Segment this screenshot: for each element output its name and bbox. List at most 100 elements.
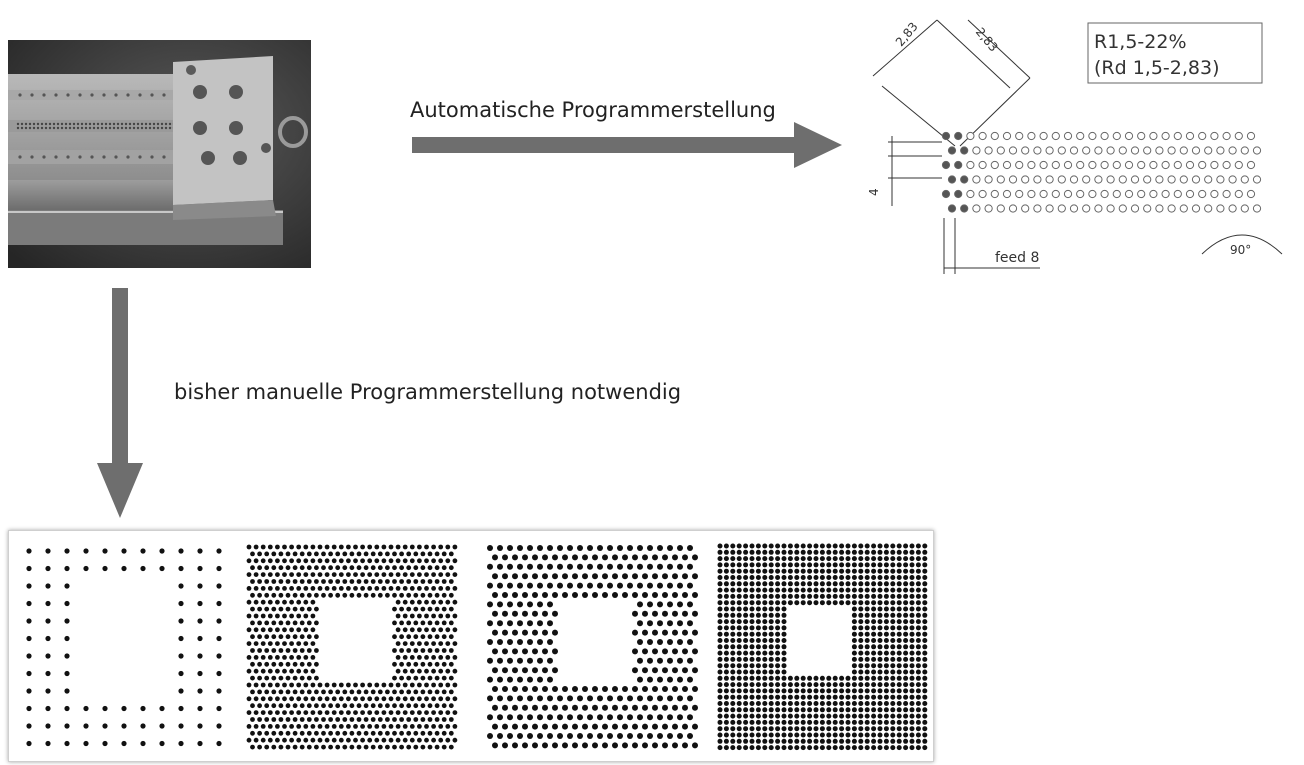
hole xyxy=(662,704,668,711)
hole xyxy=(762,587,768,593)
hole xyxy=(736,663,742,669)
hole xyxy=(781,707,787,713)
hole xyxy=(787,682,793,688)
hole xyxy=(839,688,845,694)
hole xyxy=(871,688,877,694)
hole xyxy=(864,562,870,568)
hole xyxy=(285,744,291,750)
hole xyxy=(922,726,928,732)
hole xyxy=(903,593,909,599)
hole xyxy=(246,544,252,550)
hole xyxy=(406,551,412,557)
hole xyxy=(915,738,921,744)
hole xyxy=(1222,131,1231,141)
hole xyxy=(851,682,857,688)
hole xyxy=(438,668,444,674)
hole xyxy=(877,663,883,669)
hole xyxy=(755,644,761,650)
hole xyxy=(755,745,761,751)
hole xyxy=(434,579,440,584)
hole xyxy=(864,587,870,593)
hole xyxy=(871,543,877,549)
hole xyxy=(427,730,433,736)
hole xyxy=(18,155,22,159)
hole xyxy=(112,126,116,130)
hole xyxy=(424,558,429,564)
hole xyxy=(260,668,266,674)
hole xyxy=(819,719,825,725)
hole xyxy=(324,737,330,743)
hole xyxy=(216,618,222,624)
hole xyxy=(527,545,533,551)
hole xyxy=(324,558,330,564)
hole xyxy=(275,724,280,729)
hole xyxy=(507,714,513,721)
hole xyxy=(282,737,287,743)
hole xyxy=(582,554,588,561)
hole xyxy=(736,549,742,555)
hole xyxy=(45,670,51,677)
hole xyxy=(502,723,508,730)
hole xyxy=(890,631,896,637)
hole xyxy=(1137,160,1146,170)
hole xyxy=(216,705,222,712)
hole xyxy=(755,556,761,562)
hole xyxy=(1204,175,1213,184)
hole xyxy=(507,545,513,551)
hole xyxy=(839,556,845,562)
hole xyxy=(257,648,262,653)
hole xyxy=(250,648,255,653)
hole xyxy=(743,612,749,618)
hole xyxy=(883,612,889,618)
hole xyxy=(813,713,819,719)
hole xyxy=(787,575,793,580)
hole xyxy=(1100,131,1109,141)
hole xyxy=(682,648,688,655)
hole xyxy=(736,587,742,593)
hole xyxy=(730,644,736,650)
hole xyxy=(399,551,404,557)
hole xyxy=(557,714,563,721)
hole xyxy=(717,593,723,599)
hole xyxy=(292,730,298,736)
hole xyxy=(278,730,284,736)
hole xyxy=(851,619,857,625)
hole xyxy=(909,675,915,681)
hole xyxy=(896,656,902,662)
hole xyxy=(845,575,851,580)
hole xyxy=(424,627,429,633)
hole xyxy=(267,737,273,743)
hole xyxy=(28,122,32,126)
hole xyxy=(1118,146,1127,155)
hole xyxy=(434,620,440,626)
hole xyxy=(730,701,736,706)
hole xyxy=(56,126,60,130)
hole xyxy=(877,556,883,562)
hole xyxy=(858,556,864,562)
hole xyxy=(246,710,252,715)
hole xyxy=(813,745,819,751)
hole xyxy=(667,601,673,608)
hole xyxy=(413,579,419,584)
hole xyxy=(775,675,781,681)
hole xyxy=(314,675,319,681)
hole xyxy=(672,648,678,655)
hole xyxy=(487,545,493,551)
hole xyxy=(402,613,408,619)
hole xyxy=(420,703,426,709)
hole xyxy=(385,565,390,571)
hole xyxy=(152,122,156,126)
hole xyxy=(717,707,723,713)
hole xyxy=(431,641,436,646)
hole xyxy=(264,661,270,667)
hole xyxy=(1234,160,1243,170)
hole xyxy=(285,703,291,709)
hole xyxy=(42,93,46,97)
hole xyxy=(275,544,280,550)
hole xyxy=(257,634,262,640)
hole xyxy=(257,675,262,681)
hole xyxy=(877,568,883,574)
hole xyxy=(331,724,337,729)
hole xyxy=(246,724,252,729)
hole xyxy=(877,701,883,706)
